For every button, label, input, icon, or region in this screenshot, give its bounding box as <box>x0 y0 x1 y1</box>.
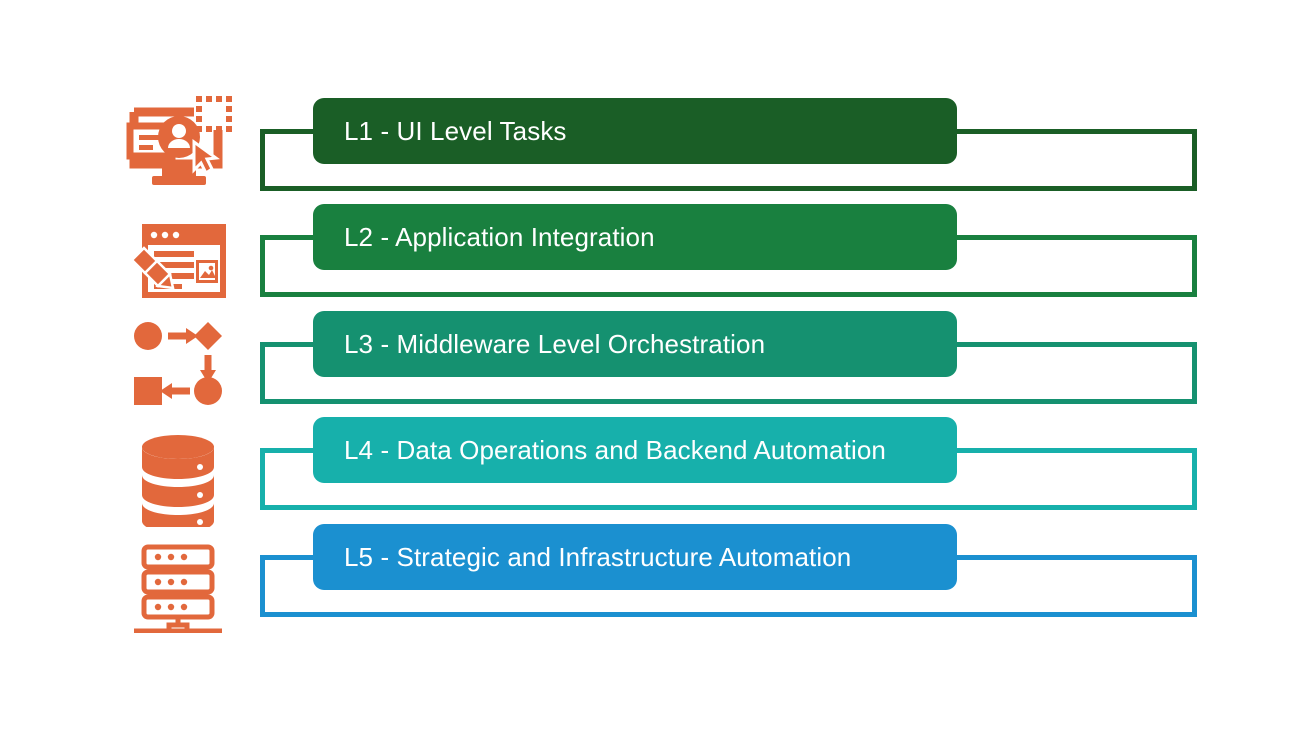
level-label-l4: L4 - Data Operations and Backend Automat… <box>344 435 886 465</box>
connector-bottom <box>260 505 1197 510</box>
connector-bottom <box>260 186 1197 191</box>
connector-left-vertical <box>260 129 265 191</box>
level-icon-l3 <box>118 313 238 413</box>
connector-bottom <box>260 399 1197 404</box>
connector-right-vertical <box>1192 448 1197 510</box>
level-label-l5: L5 - Strategic and Infrastructure Automa… <box>344 542 852 572</box>
connector-right-top <box>951 448 1197 453</box>
connector-right-vertical <box>1192 129 1197 191</box>
level-label-l1: L1 - UI Level Tasks <box>344 116 567 146</box>
connector-right-vertical <box>1192 235 1197 297</box>
level-pill-l5[interactable]: L5 - Strategic and Infrastructure Automa… <box>313 524 957 590</box>
connector-bottom <box>260 292 1197 297</box>
server-rack-network-icon <box>134 544 222 633</box>
connector-right-top <box>951 342 1197 347</box>
level-icon-l1 <box>118 88 238 188</box>
database-cylinder-icon <box>142 435 214 527</box>
level-icon-l2 <box>118 213 238 313</box>
connector-right-vertical <box>1192 555 1197 617</box>
connector-right-top <box>951 129 1197 134</box>
level-pill-l4[interactable]: L4 - Data Operations and Backend Automat… <box>313 417 957 483</box>
connector-left-top <box>260 342 319 347</box>
level-icon-l4 <box>118 430 238 530</box>
level-icon-l5 <box>118 537 238 637</box>
browser-window-pencil-icon <box>130 224 226 298</box>
level-label-l2: L2 - Application Integration <box>344 222 655 252</box>
connector-left-top <box>260 129 319 134</box>
connector-right-top <box>951 235 1197 240</box>
connector-left-vertical <box>260 555 265 617</box>
connector-left-top <box>260 448 319 453</box>
connector-left-top <box>260 235 319 240</box>
connector-left-vertical <box>260 342 265 404</box>
flowchart-nodes-icon <box>134 322 222 405</box>
connector-left-top <box>260 555 319 560</box>
connector-right-top <box>951 555 1197 560</box>
monitor-user-cursor-icon <box>126 96 232 185</box>
level-pill-l3[interactable]: L3 - Middleware Level Orchestration <box>313 311 957 377</box>
level-label-l3: L3 - Middleware Level Orchestration <box>344 329 766 359</box>
connector-left-vertical <box>260 448 265 510</box>
connector-bottom <box>260 612 1197 617</box>
level-pill-l1[interactable]: L1 - UI Level Tasks <box>313 98 957 164</box>
connector-right-vertical <box>1192 342 1197 404</box>
connector-left-vertical <box>260 235 265 297</box>
level-pill-l2[interactable]: L2 - Application Integration <box>313 204 957 270</box>
